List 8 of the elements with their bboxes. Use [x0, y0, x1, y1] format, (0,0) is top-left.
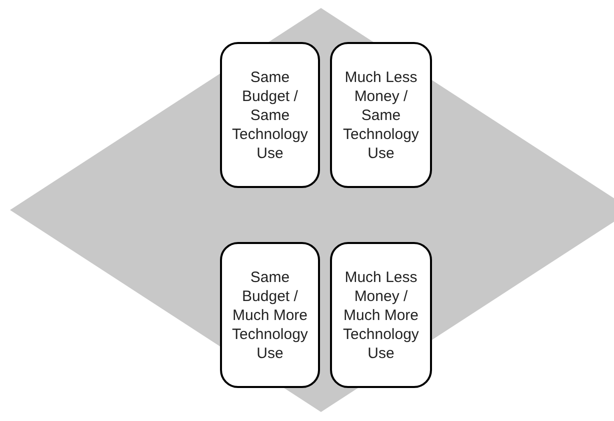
box-label: Same Budget / Much More Technology Use: [232, 268, 308, 362]
rounded-box: [220, 242, 320, 388]
box-label: Same Budget / Same Technology Use: [232, 68, 308, 162]
box-label: Much Less Money / Same Technology Use: [342, 68, 420, 162]
rounded-box: [220, 42, 320, 188]
box-label: Much Less Money / Much More Technology Use: [342, 268, 420, 362]
rounded-box: [330, 42, 432, 188]
rounded-box: [330, 242, 432, 388]
